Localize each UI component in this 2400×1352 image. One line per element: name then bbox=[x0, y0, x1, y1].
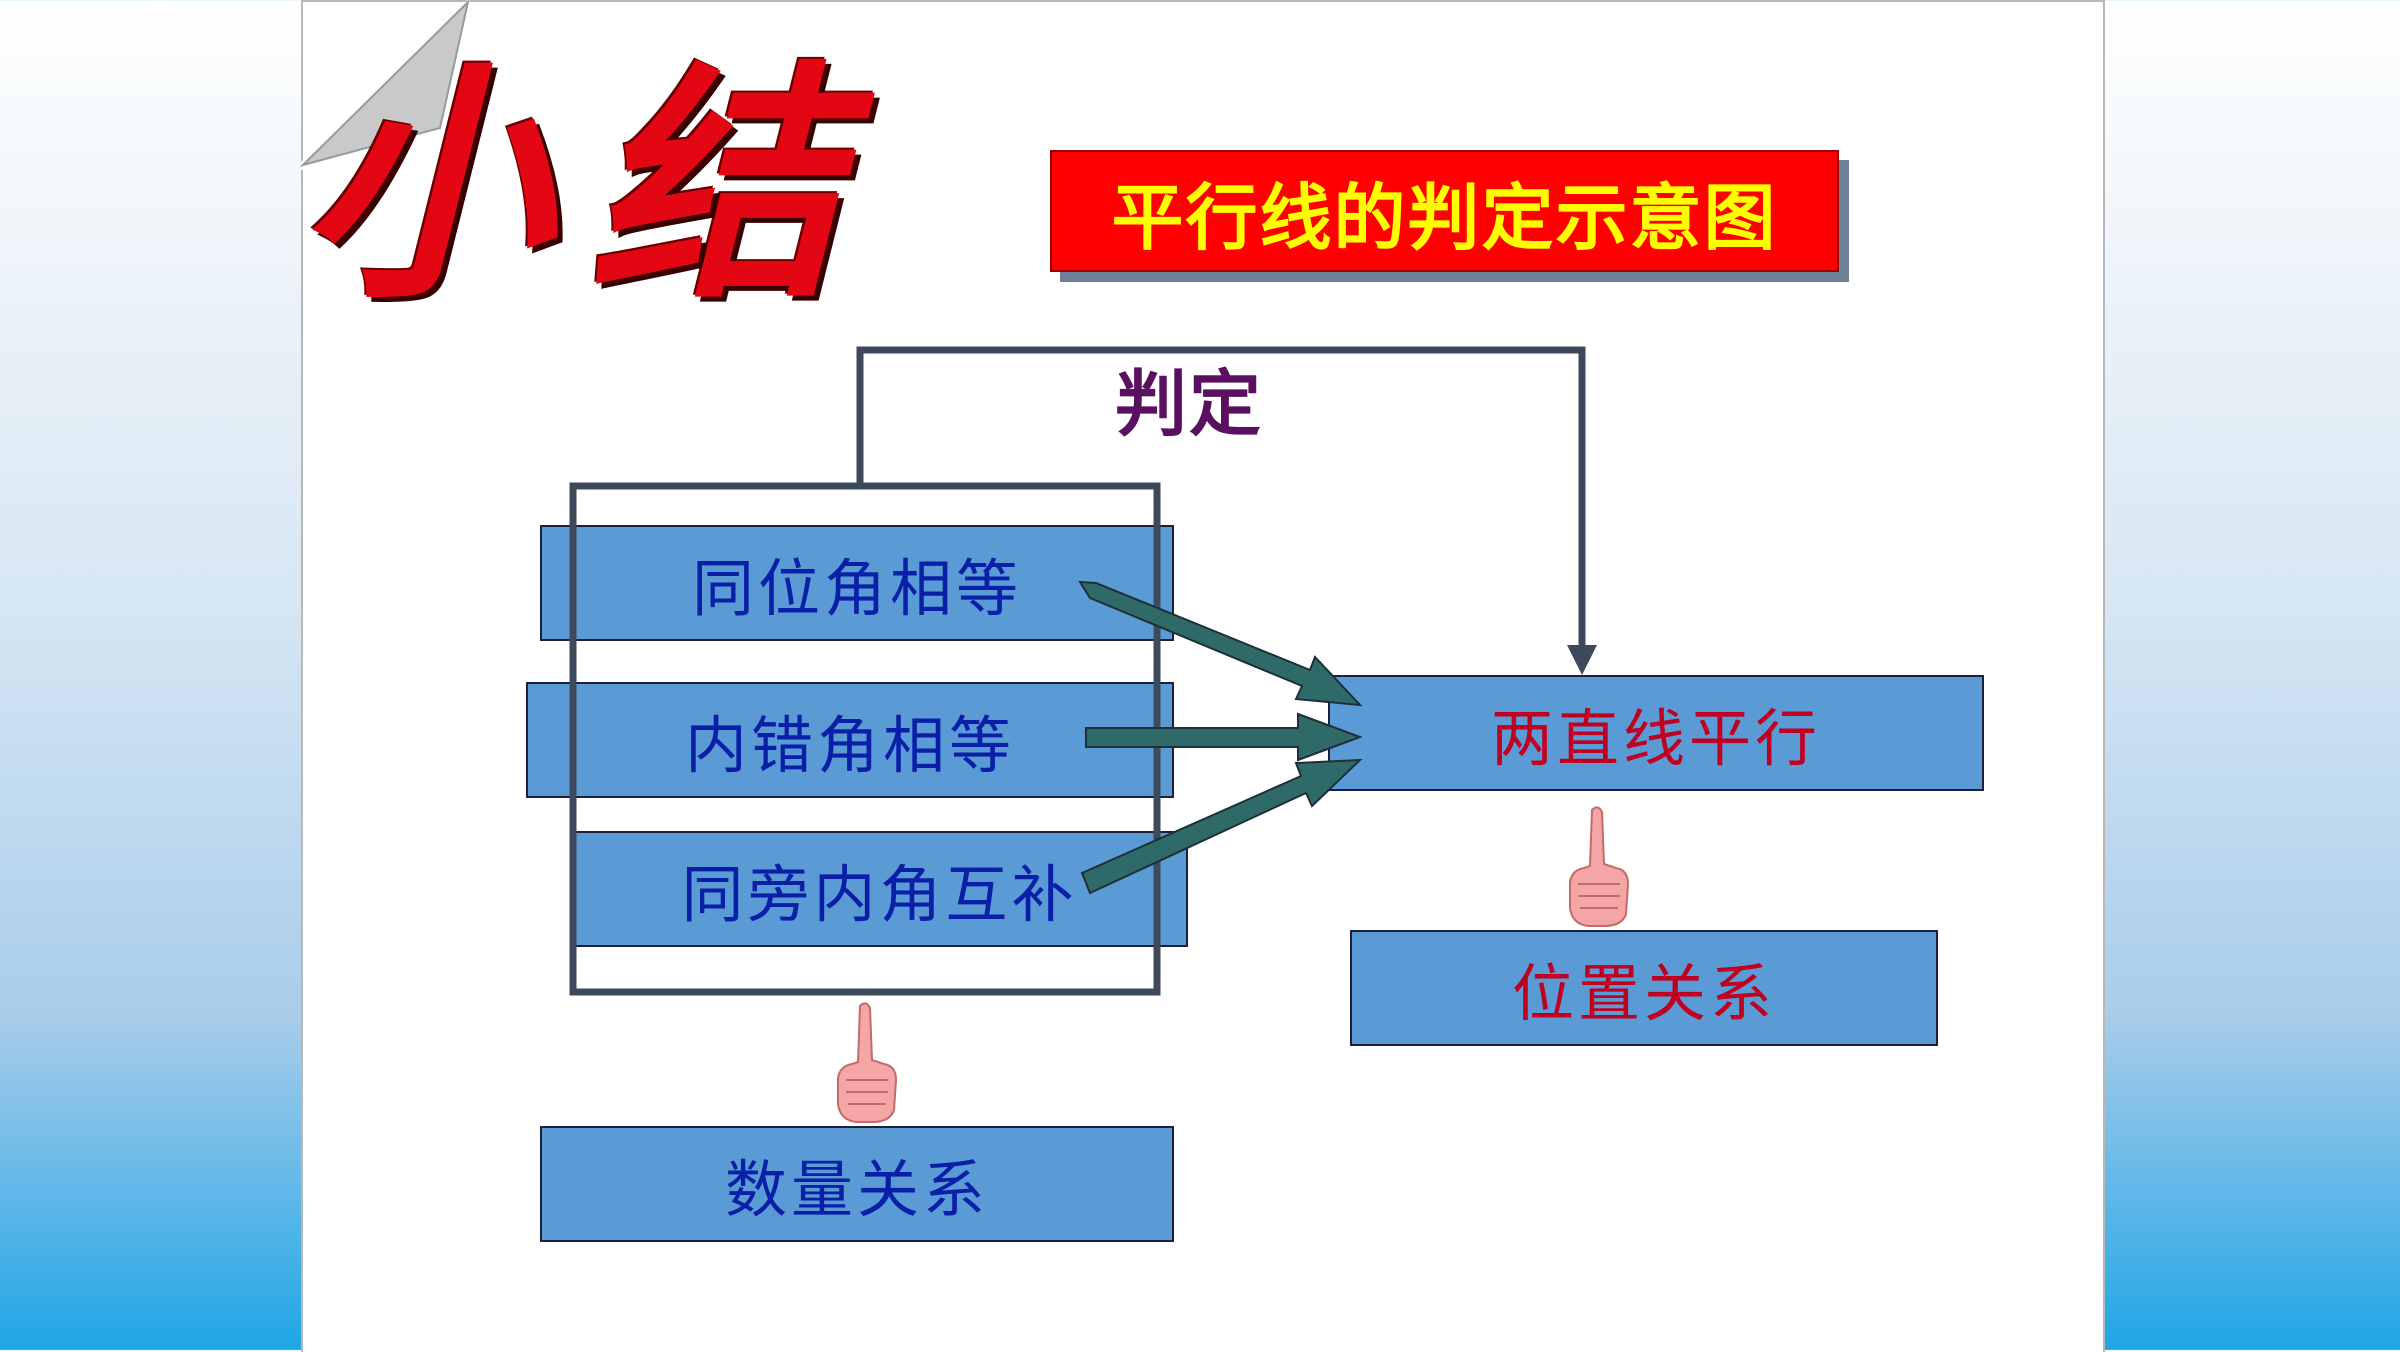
condition-box-supplementary: 同旁内角互补 bbox=[571, 831, 1188, 947]
conclusion-box: 两直线平行 bbox=[1328, 675, 1984, 791]
condition-box-alternate: 内错角相等 bbox=[526, 682, 1174, 798]
judge-connector-line bbox=[856, 346, 1586, 648]
pointing-hand-icon bbox=[837, 1002, 898, 1123]
category-label: 数量关系 bbox=[724, 1153, 989, 1226]
arrow-corresponding bbox=[1078, 580, 1363, 707]
judge-label: 判定 bbox=[1115, 361, 1264, 446]
pointing-hand-icon bbox=[1569, 806, 1630, 927]
judge-arrowhead bbox=[1567, 645, 1597, 675]
condition-label: 内错角相等 bbox=[684, 709, 1015, 782]
category-label: 位置关系 bbox=[1511, 957, 1776, 1030]
page-heading: 小结 bbox=[300, 38, 880, 332]
arrow-alternate bbox=[1085, 712, 1363, 762]
arrow-supplementary bbox=[1080, 758, 1363, 895]
diagram-title-box: 平行线的判定示意图 bbox=[1050, 150, 1839, 272]
conclusion-label: 两直线平行 bbox=[1490, 702, 1821, 775]
quantity-relation-box: 数量关系 bbox=[540, 1126, 1174, 1242]
diagram-title: 平行线的判定示意图 bbox=[1111, 175, 1778, 260]
conditions-group-frame bbox=[569, 482, 1161, 996]
position-relation-box: 位置关系 bbox=[1350, 930, 1938, 1046]
condition-box-corresponding: 同位角相等 bbox=[540, 525, 1174, 641]
condition-label: 同旁内角互补 bbox=[681, 858, 1078, 931]
condition-label: 同位角相等 bbox=[691, 552, 1022, 625]
